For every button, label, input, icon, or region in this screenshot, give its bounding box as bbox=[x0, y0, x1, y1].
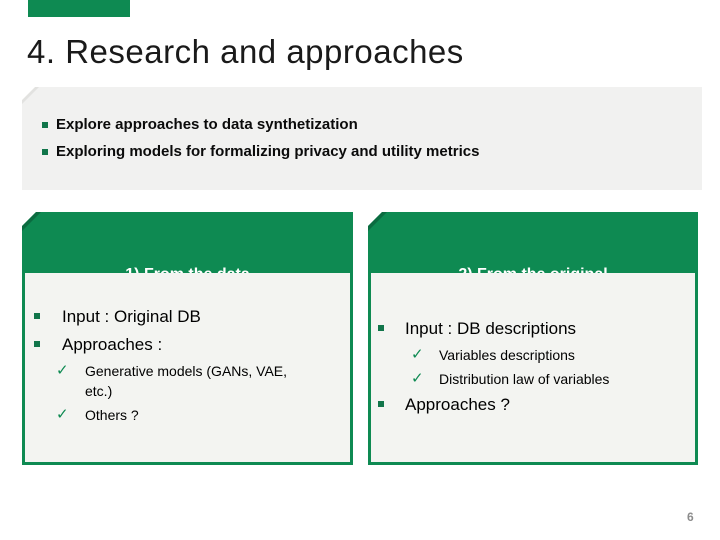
check-icon: ✓ bbox=[56, 362, 69, 379]
summary-bullet-text: Exploring models for formalizing privacy… bbox=[56, 143, 480, 160]
list-item: Approaches ? bbox=[371, 392, 695, 417]
list-item: ✓ Variables descriptions bbox=[371, 345, 695, 365]
card-header-text: 2) From the original dataset description… bbox=[455, 266, 611, 273]
bullet-square-icon bbox=[42, 122, 48, 128]
card-header-from-data: 1) From the data and original dataset bbox=[22, 212, 353, 273]
card-header-text: 1) From the data and original dataset bbox=[112, 266, 263, 273]
bullet-square-icon bbox=[378, 401, 384, 407]
card-from-descriptions: 2) From the original dataset description… bbox=[368, 212, 698, 465]
card-body-from-descriptions: Input : DB descriptions ✓ Variables desc… bbox=[368, 273, 698, 465]
list-item-text: Others ? bbox=[85, 407, 139, 423]
list-item: ✓ Others ? bbox=[25, 405, 350, 425]
summary-bullet-text: Explore approaches to data synthetizatio… bbox=[56, 116, 358, 133]
list-item-text: Input : DB descriptions bbox=[405, 319, 577, 338]
check-icon: ✓ bbox=[411, 370, 424, 387]
card-from-data: 1) From the data and original dataset In… bbox=[22, 212, 353, 465]
list-item: Approaches : bbox=[25, 332, 350, 357]
summary-bullet: Exploring models for formalizing privacy… bbox=[40, 138, 682, 165]
list-item: Input : Original DB bbox=[25, 304, 350, 329]
summary-bullet: Explore approaches to data synthetizatio… bbox=[40, 111, 682, 138]
list-item-text: Generative models (GANs, VAE, etc.) bbox=[85, 363, 288, 399]
card-body-from-data: Input : Original DB Approaches : ✓ Gener… bbox=[22, 273, 353, 465]
bullet-square-icon bbox=[42, 149, 48, 155]
list-item: ✓ Distribution law of variables bbox=[371, 369, 695, 389]
check-icon: ✓ bbox=[411, 346, 424, 363]
list-item-text: Distribution law of variables bbox=[439, 371, 610, 387]
card-header-from-descriptions: 2) From the original dataset description… bbox=[368, 212, 698, 273]
list-item-text: Input : Original DB bbox=[62, 307, 201, 326]
folded-corner-icon bbox=[22, 212, 41, 231]
folded-corner-icon bbox=[368, 212, 387, 231]
list-item: ✓ Generative models (GANs, VAE, etc.) bbox=[25, 361, 350, 401]
bullet-square-icon bbox=[34, 341, 40, 347]
folded-corner-icon bbox=[22, 87, 39, 104]
list-item-text: Variables descriptions bbox=[439, 347, 575, 363]
list-item-text: Approaches ? bbox=[405, 395, 510, 414]
list-item-text: Approaches : bbox=[62, 335, 163, 354]
bullet-square-icon bbox=[34, 313, 40, 319]
list-item: Input : DB descriptions bbox=[371, 316, 695, 341]
accent-bar bbox=[28, 0, 130, 17]
bullet-square-icon bbox=[378, 325, 384, 331]
check-icon: ✓ bbox=[56, 406, 69, 423]
page-title: 4. Research and approaches bbox=[27, 33, 464, 70]
page-number: 6 bbox=[687, 510, 694, 524]
summary-box: Explore approaches to data synthetizatio… bbox=[22, 87, 702, 190]
